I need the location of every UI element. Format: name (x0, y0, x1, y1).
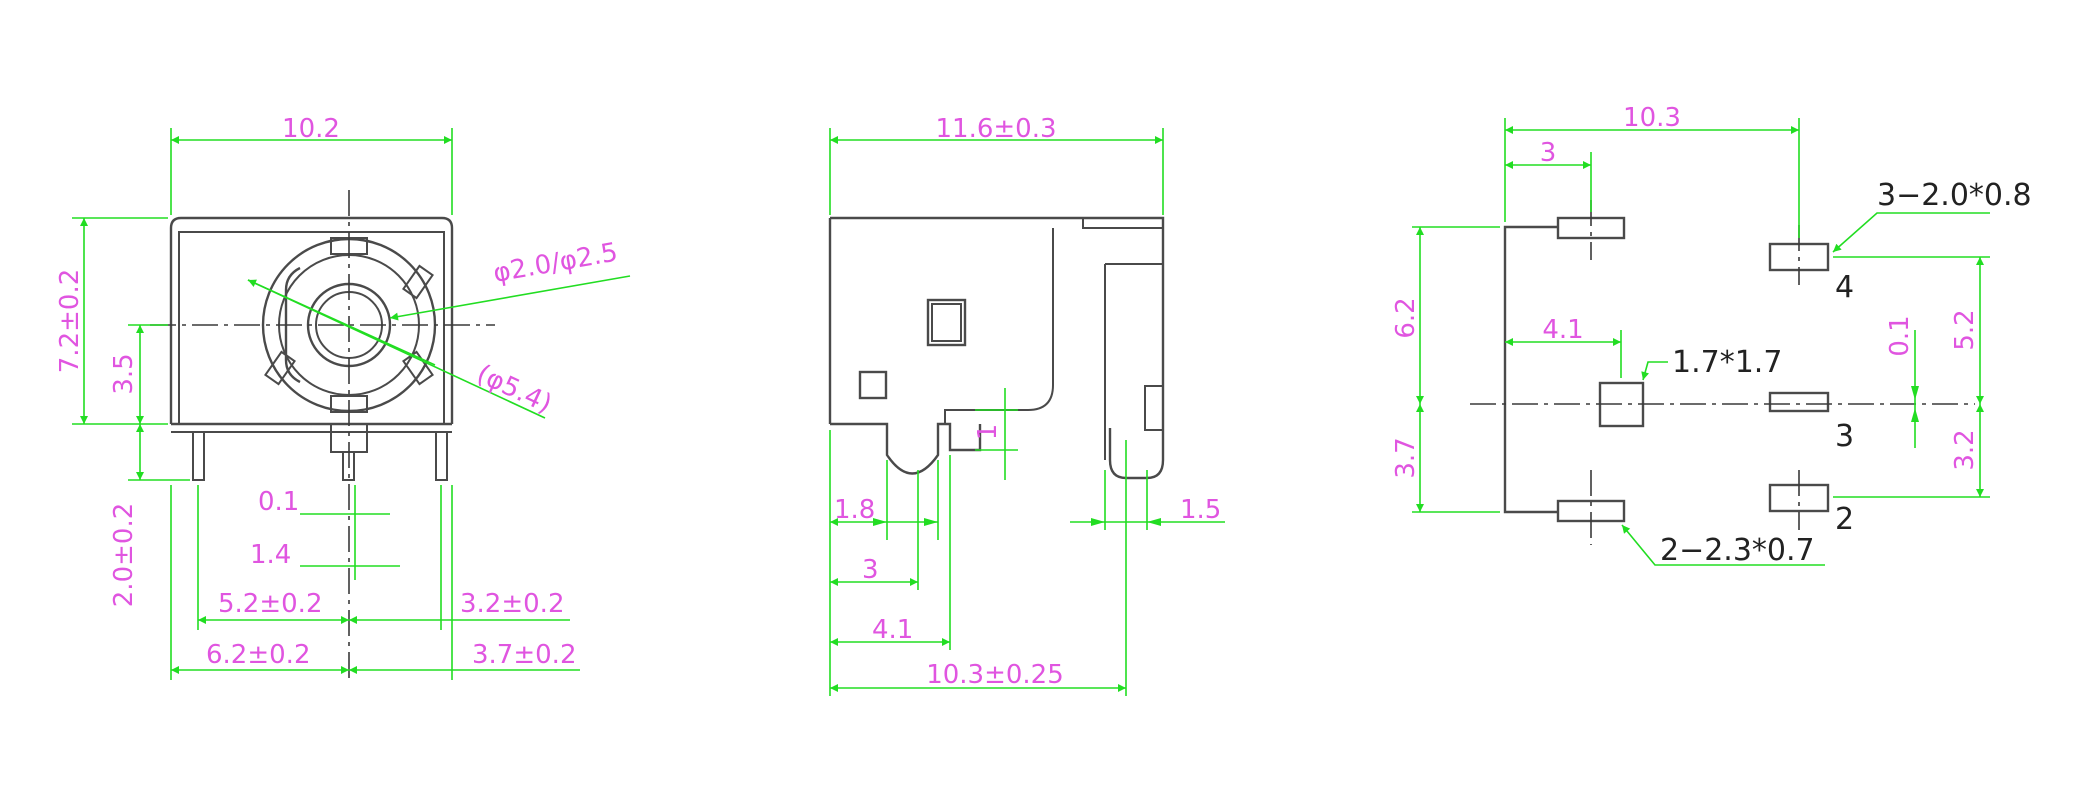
side-arrow (1091, 518, 1105, 526)
front-dim-right-outer: 3.7±0.2 (472, 640, 576, 670)
fp-leader-bottom (1621, 524, 1825, 566)
front-leader-outer2 (247, 279, 436, 366)
front-dim-pin-offset-b: 1.4 (250, 540, 291, 570)
side-arrow (873, 518, 887, 526)
fp-dim-6-2: 6.2 (1391, 297, 1421, 338)
side-dim-length: 11.6±0.3 (935, 114, 1056, 144)
side-arrow (1147, 518, 1161, 526)
fp-dim-4-1: 4.1 (1542, 315, 1583, 345)
front-dim-pin-length: 2.0±0.2 (109, 503, 139, 607)
front-dim-right-inner: 3.2±0.2 (460, 589, 564, 619)
front-dim-outer-circle: (φ5.4) (472, 359, 556, 419)
side-window (926, 298, 967, 347)
front-dim-height: 7.2±0.2 (55, 269, 85, 373)
front-notch-br (402, 350, 434, 386)
front-dim-center-height: 3.5 (109, 353, 139, 394)
pad-pin-3 (1768, 391, 1830, 413)
front-notch-tr (402, 264, 434, 300)
fp-dim-3: 3 (1540, 138, 1557, 168)
front-dim-left-inner: 5.2±0.2 (218, 589, 322, 619)
side-window-small (858, 370, 888, 400)
front-dim-left-outer: 6.2±0.2 (206, 640, 310, 670)
side-dim-4-1: 4.1 (872, 615, 913, 645)
front-pin-right (435, 431, 448, 481)
fp-dim-3-7: 3.7 (1391, 437, 1421, 478)
fp-pad-label-center: 1.7*1.7 (1672, 345, 1782, 380)
fp-arrow (1911, 386, 1919, 400)
front-dim-pin-offset-a: 0.1 (258, 487, 299, 517)
side-dim-1-5: 1.5 (1180, 495, 1221, 525)
side-dim-1: 1 (973, 424, 1003, 441)
fp-dim-5-2: 5.2 (1950, 309, 1980, 350)
front-body-inner (178, 231, 445, 424)
side-dim-1-8: 1.8 (834, 495, 875, 525)
side-arrow (924, 518, 938, 526)
front-view: 10.2 7.2±0.2 3.5 2.0±0.2 φ2.0/φ2.5 (φ5.4… (55, 114, 631, 680)
footprint-view: 10.3 3 4.1 6.2 3.7 0.1 5.2 3.2 3−2.0*0.8… (1391, 103, 2032, 568)
front-pin-left (192, 431, 205, 481)
fp-dim-width: 10.3 (1623, 103, 1681, 133)
front-body-outline (169, 216, 454, 424)
fp-pin-2-label: 2 (1835, 502, 1854, 537)
fp-leader-center (1641, 361, 1668, 381)
front-dim-width: 10.2 (282, 114, 340, 144)
side-bottom-profile (830, 422, 982, 475)
footprint-outline (1503, 225, 1558, 514)
side-dim-3: 3 (862, 555, 879, 585)
side-dim-10-3: 10.3±0.25 (926, 660, 1064, 690)
fp-dim-0-1: 0.1 (1885, 315, 1915, 356)
fp-pin-4-label: 4 (1835, 270, 1854, 305)
fp-arrow (1911, 408, 1919, 422)
fp-pad-label-bottom: 2−2.3*0.7 (1660, 533, 1815, 568)
front-leader-hole (389, 275, 631, 321)
fp-pin-3-label: 3 (1835, 419, 1854, 454)
front-notch-bl (264, 350, 296, 386)
side-window-inner (931, 303, 962, 342)
side-upper-line (1082, 218, 1163, 229)
side-step (944, 228, 1054, 424)
side-rear-tab (1144, 385, 1164, 431)
fp-leader-top (1832, 212, 1990, 253)
side-view: 11.6±0.3 1 1.8 3 4.1 10.3±0.25 1.5 (828, 114, 1225, 696)
fp-pad-label-top: 3−2.0*0.8 (1877, 178, 2032, 213)
fp-dim-3-2: 3.2 (1950, 429, 1980, 470)
